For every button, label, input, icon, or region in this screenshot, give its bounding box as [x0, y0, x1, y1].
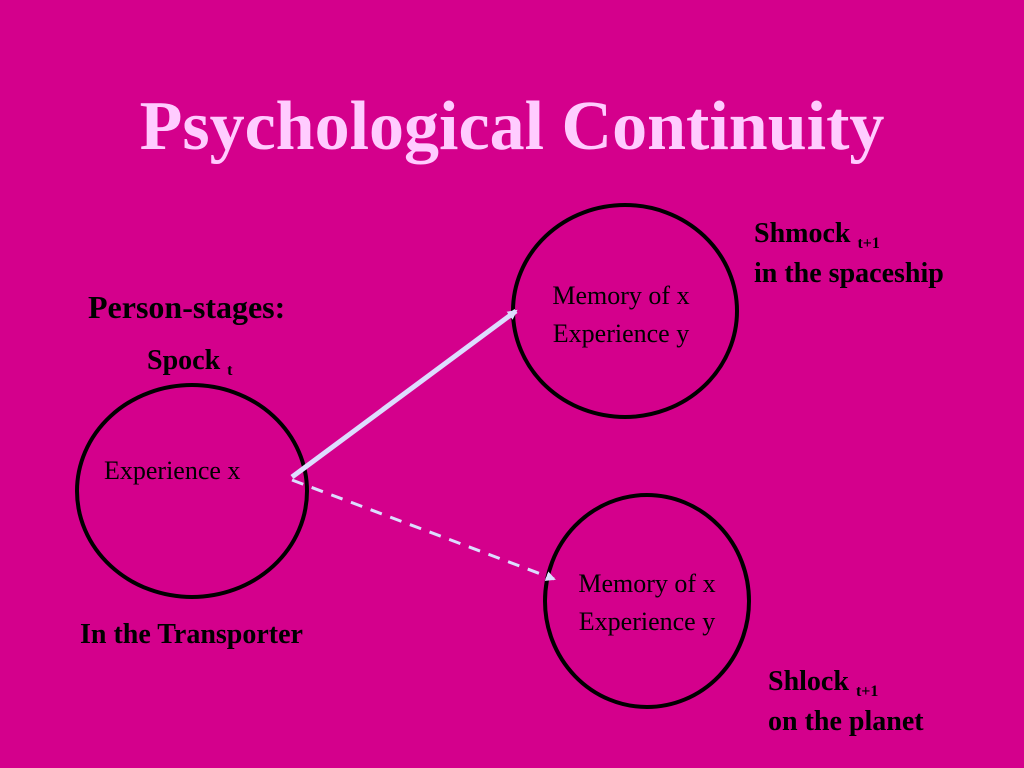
shmock-experience-line: Experience y [552, 318, 690, 348]
shlock-label: Shlock t+1 [768, 664, 879, 700]
shlock-memory-line: Memory of x [578, 569, 716, 598]
spock-location: In the Transporter [80, 619, 303, 650]
person-stages-label: Person-stages: [88, 289, 286, 325]
shmock-name: Shmock [754, 218, 851, 249]
spock-circle [75, 383, 309, 599]
shmock-memory-line: Memory of x [552, 281, 690, 310]
shlock-time: t+1 [855, 683, 879, 700]
shlock-circle [543, 493, 751, 709]
spock-time: t [227, 362, 233, 379]
shmock-location: in the spaceship [754, 258, 944, 289]
shlock-location: on the planet [768, 706, 924, 737]
spock-label: Spock t [147, 343, 233, 379]
shmock-circle-text: Memory of x Experience y [531, 277, 711, 352]
dashed-continuity-arrow [291, 478, 556, 581]
spock-name: Spock [147, 345, 221, 376]
shlock-circle-text: Memory of x Experience y [556, 565, 738, 640]
shmock-label: Shmock t+1 [754, 216, 880, 252]
spock-circle-text: Experience x [104, 456, 241, 485]
shmock-time: t+1 [857, 235, 880, 252]
slide-title: Psychological Continuity [139, 88, 885, 165]
solid-continuity-arrow [290, 308, 518, 480]
shlock-name: Shlock [768, 666, 849, 697]
shlock-experience-line: Experience y [578, 606, 716, 636]
